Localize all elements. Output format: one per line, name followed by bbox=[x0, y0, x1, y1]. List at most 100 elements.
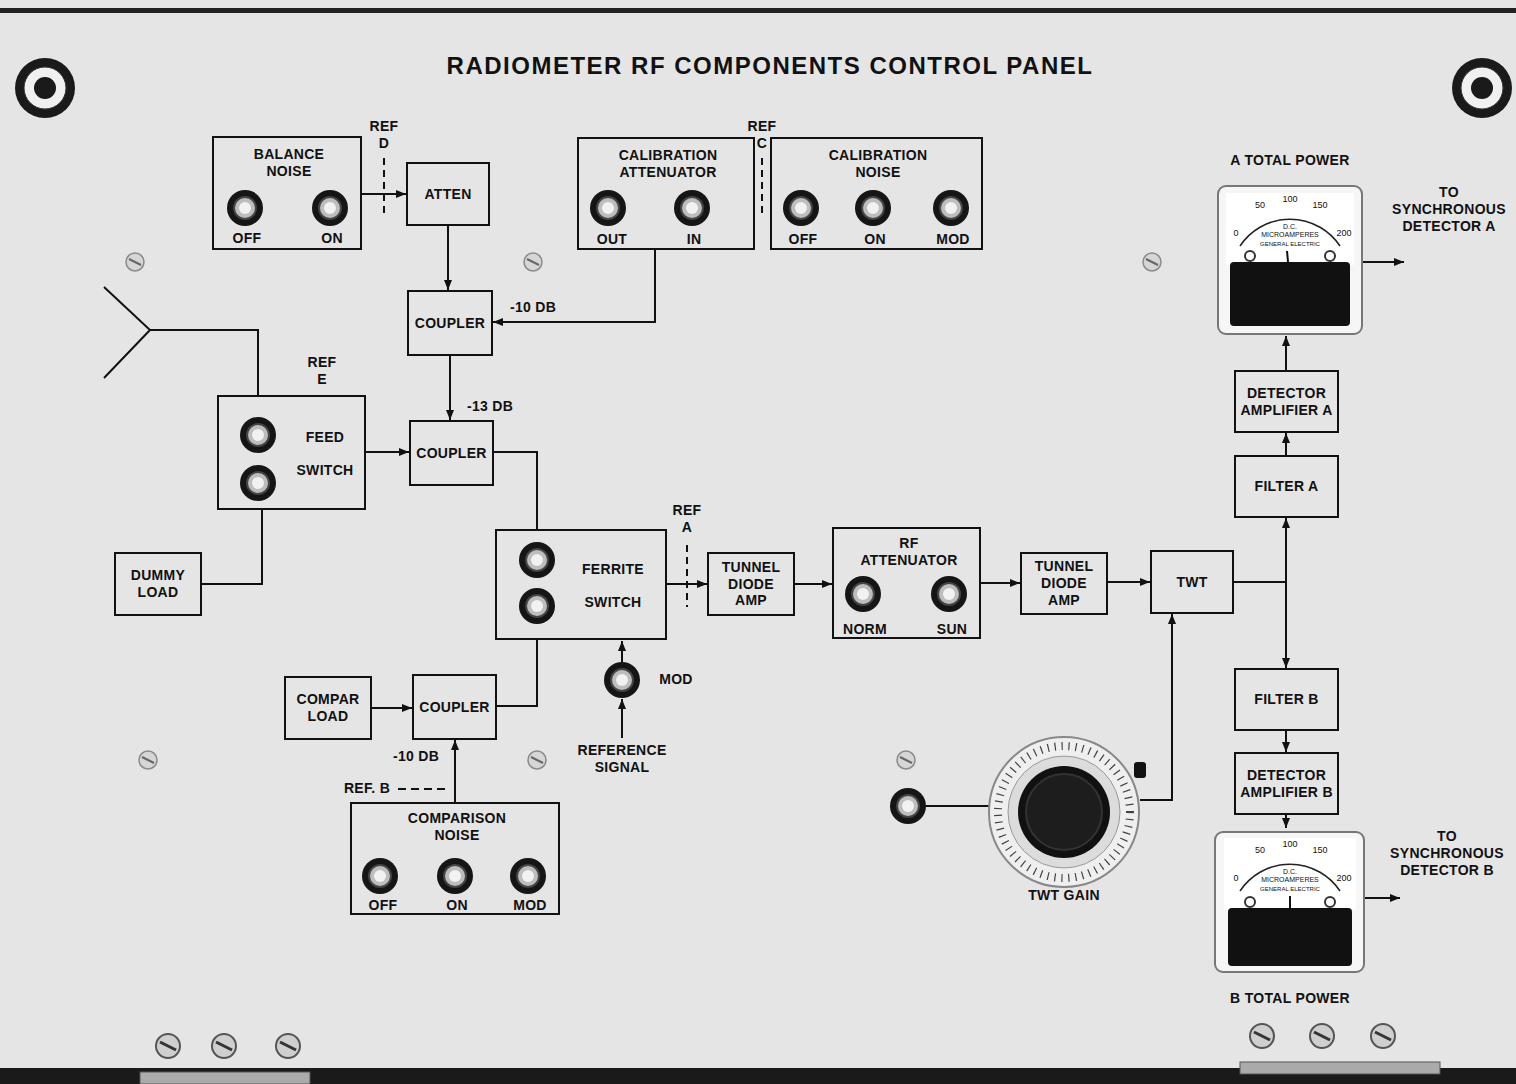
meter-scale-text: GENERAL ELECTRIC bbox=[1260, 241, 1320, 247]
waveguide-connector bbox=[366, 451, 409, 453]
meter-scale-text: 50 bbox=[1255, 846, 1265, 855]
panel-label: REF C bbox=[744, 118, 780, 152]
waveguide-connector bbox=[1285, 433, 1287, 455]
component-box: COMPAR LOAD bbox=[284, 676, 372, 740]
panel-label: TO SYNCHRONOUS DETECTOR B bbox=[1388, 828, 1506, 878]
box-label: COUPLER bbox=[415, 445, 488, 462]
box-label: A TOTAL POWER bbox=[1230, 152, 1349, 169]
output-line bbox=[1362, 261, 1404, 263]
meter-scale-text: 100 bbox=[1282, 840, 1297, 849]
panel-label: REF A bbox=[669, 502, 705, 536]
component-box: TUNNEL DIODE AMP bbox=[707, 552, 795, 616]
knob bbox=[437, 858, 473, 894]
switch-position-label: ON bbox=[446, 897, 468, 914]
box-label: TWT GAIN bbox=[1028, 887, 1100, 904]
hinge bbox=[1240, 1062, 1440, 1074]
waveguide-connector bbox=[202, 510, 262, 584]
waveguide-connector bbox=[667, 583, 707, 585]
component-box: CALIBRATION ATTENUATOROUTIN bbox=[577, 137, 755, 250]
knob bbox=[590, 190, 626, 226]
panel-title: RADIOMETER RF COMPONENTS CONTROL PANEL bbox=[447, 52, 1094, 80]
waveguide-connector bbox=[1234, 582, 1286, 668]
panel-label: TO SYNCHRONOUS DETECTOR A bbox=[1390, 184, 1508, 234]
meter-scale-text: 0 bbox=[1233, 229, 1238, 238]
knob bbox=[890, 788, 926, 824]
switch-position-label: SUN bbox=[937, 621, 967, 638]
gain-dial bbox=[989, 737, 1146, 887]
switch-position-label: OUT bbox=[597, 231, 627, 248]
instrument-node: B TOTAL POWER bbox=[1210, 828, 1370, 1014]
component-box: TUNNEL DIODE AMP bbox=[1020, 552, 1108, 615]
screw bbox=[156, 1034, 180, 1058]
waveguide-connector bbox=[981, 582, 1020, 584]
waveguide-connector bbox=[1234, 518, 1286, 582]
screw bbox=[212, 1034, 236, 1058]
edge-label: -13 DB bbox=[465, 398, 515, 415]
component-box: DUMMY LOAD bbox=[114, 552, 202, 616]
meter-scale-text: 50 bbox=[1255, 201, 1265, 210]
box-label: TUNNEL DIODE AMP bbox=[1026, 558, 1102, 608]
reference-plane bbox=[398, 788, 448, 790]
knob bbox=[519, 542, 555, 578]
meter-scale-text: 150 bbox=[1312, 846, 1327, 855]
waveguide-connector bbox=[493, 250, 655, 322]
screw bbox=[1371, 1024, 1395, 1048]
component-box: CALIBRATION NOISE OFF ON MOD bbox=[770, 137, 983, 250]
box-label: B TOTAL POWER bbox=[1230, 990, 1350, 1007]
knob bbox=[674, 190, 710, 226]
waveguide-connector bbox=[497, 640, 537, 706]
waveguide-connector bbox=[1108, 581, 1150, 583]
meter-scale-text: 200 bbox=[1336, 229, 1351, 238]
waveguide-connector bbox=[1285, 731, 1287, 752]
meter-b bbox=[1215, 832, 1364, 972]
box-label: FERRITE SWITCH bbox=[565, 553, 661, 619]
component-box: COMPARISON NOISEOFFONMOD bbox=[350, 802, 560, 915]
switch-position-label: MOD bbox=[936, 231, 970, 248]
switch-position-label: ON bbox=[864, 231, 886, 248]
knob bbox=[855, 190, 891, 226]
box-label: COMPAR LOAD bbox=[290, 691, 366, 725]
meter-scale-text: D.C. bbox=[1283, 868, 1297, 875]
binding-post bbox=[1452, 58, 1512, 118]
binding-post bbox=[15, 58, 75, 118]
screw bbox=[1250, 1024, 1274, 1048]
component-box: TWT bbox=[1150, 550, 1234, 614]
component-box: RF ATTENUATOR NORM SUN bbox=[832, 527, 981, 639]
edge-label: -10 DB bbox=[508, 299, 558, 316]
knob bbox=[519, 588, 555, 624]
waveguide-connector bbox=[372, 707, 412, 709]
switch-position-label: OFF bbox=[369, 897, 398, 914]
waveguide-connector bbox=[1140, 614, 1172, 800]
screw bbox=[276, 1034, 300, 1058]
component-box: FERRITE SWITCH bbox=[495, 529, 667, 640]
switch-position-label: IN bbox=[687, 231, 702, 248]
component-box: FEED SWITCH bbox=[217, 395, 366, 510]
box-label: RF ATTENUATOR bbox=[859, 535, 959, 569]
box-label: ATTEN bbox=[412, 186, 484, 203]
knob bbox=[845, 576, 881, 612]
box-label: CALIBRATION NOISE bbox=[818, 147, 938, 181]
meter-scale-text: MICROAMPERES bbox=[1261, 876, 1319, 883]
box-label: FILTER B bbox=[1240, 691, 1333, 708]
reference-plane bbox=[686, 545, 688, 607]
antenna-symbol bbox=[104, 287, 258, 395]
switch-position-label: NORM bbox=[843, 621, 887, 638]
waveguide-connector bbox=[1285, 815, 1287, 828]
switch-position-label: OFF bbox=[233, 230, 262, 247]
box-label: COUPLER bbox=[413, 315, 487, 332]
box-label: DUMMY LOAD bbox=[120, 567, 196, 601]
screw bbox=[524, 253, 542, 271]
component-box: COUPLER bbox=[409, 420, 494, 486]
waveguide-connector bbox=[454, 740, 456, 802]
waveguide-connector bbox=[494, 452, 537, 529]
panel-label: REFERENCE SIGNAL bbox=[567, 742, 677, 776]
box-label: TUNNEL DIODE AMP bbox=[713, 559, 789, 609]
instrument-node: TWT GAIN bbox=[988, 735, 1140, 907]
panel-top-edge bbox=[0, 8, 1516, 13]
waveguide-connector bbox=[362, 193, 406, 195]
knob bbox=[931, 576, 967, 612]
knob bbox=[240, 465, 276, 501]
box-label: DETECTOR AMPLIFIER A bbox=[1240, 385, 1333, 419]
switch-position-label: OFF bbox=[789, 231, 818, 248]
